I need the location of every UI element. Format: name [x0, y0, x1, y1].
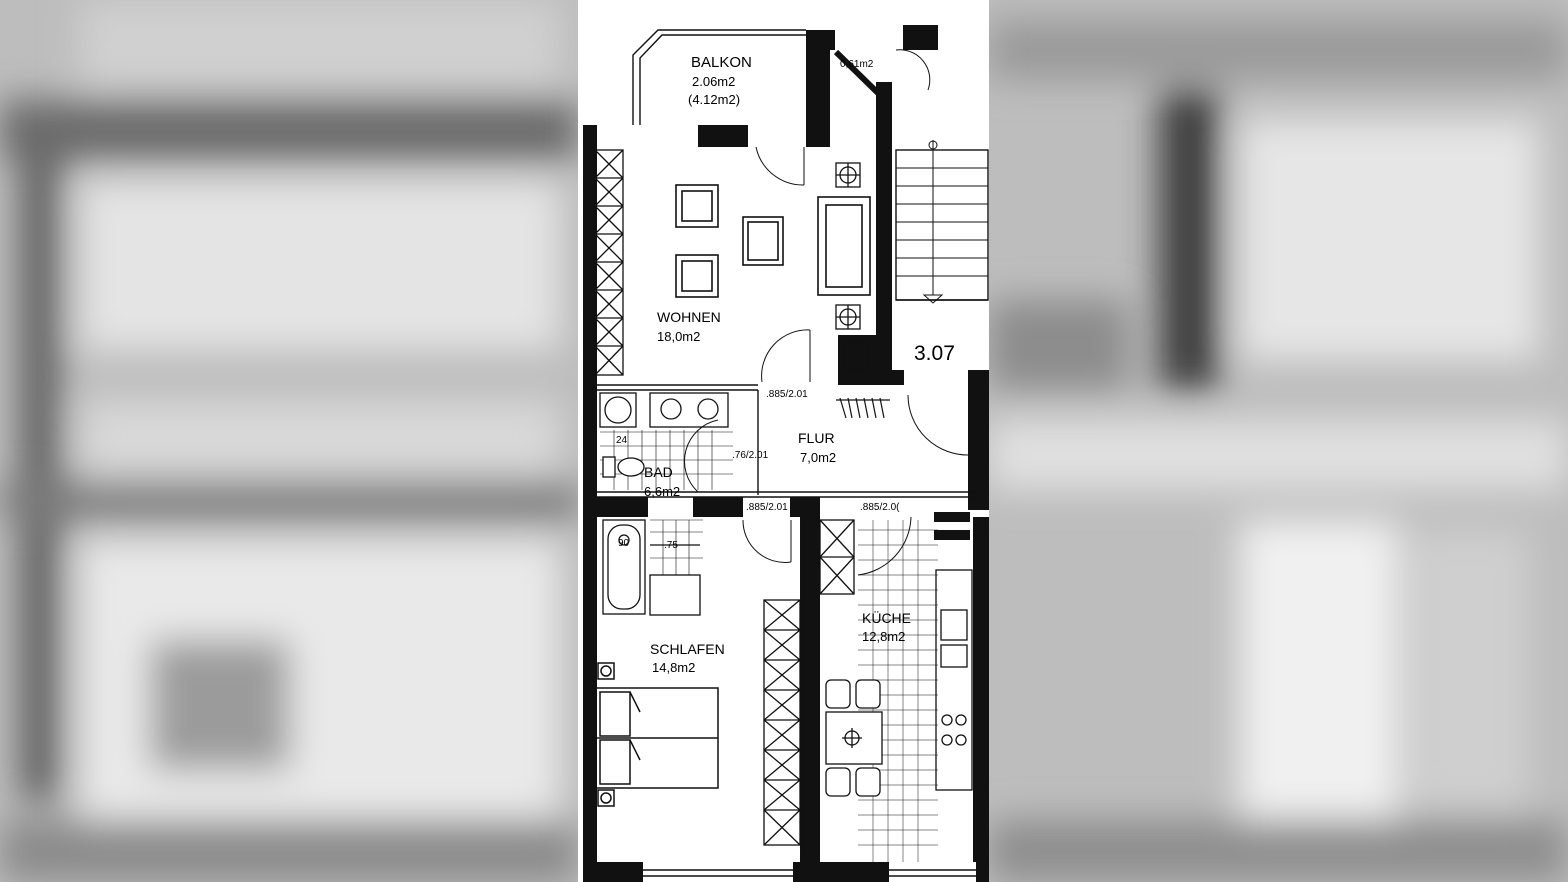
kitchen-fixtures	[819, 519, 973, 862]
balkon-area-alt: (4.12m2)	[688, 92, 740, 107]
wardrobe-schlafen	[763, 599, 801, 846]
floor-plan-panel: BALKON 2.06m2 (4.12m2) 0,61m2 3.07 WOHNE…	[578, 0, 989, 882]
room-labels: BALKON 2.06m2 (4.12m2) 0,61m2 3.07 WOHNE…	[644, 54, 955, 675]
blurred-background-right	[989, 0, 1568, 882]
floor-plan-svg: BALKON 2.06m2 (4.12m2) 0,61m2 3.07 WOHNE…	[583, 25, 989, 882]
bathroom-fixtures	[599, 392, 733, 616]
shower-dim: .75	[664, 540, 678, 551]
door-wohnen-dim: .885/2.01	[766, 389, 808, 400]
flur-area: 7,0m2	[800, 450, 836, 465]
balkon-area: 2.06m2	[692, 74, 735, 89]
partition-lines	[597, 29, 989, 877]
door-dimension-labels: .885/2.01 .76/2.01 .885/2.01 .885/2.0( 2…	[616, 389, 900, 551]
coat-rack	[836, 397, 890, 419]
closet-wall	[833, 49, 883, 105]
wohnen-name: WOHNEN	[657, 309, 721, 325]
bed	[595, 662, 719, 807]
closet-area: 0,61m2	[840, 59, 874, 70]
door-swings	[683, 146, 971, 576]
walls	[583, 25, 989, 882]
flur-name: FLUR	[798, 430, 835, 446]
lamps	[835, 162, 868, 371]
tub-dim: 90	[618, 538, 630, 549]
blurred-background-left	[0, 0, 578, 882]
kueche-area: 12,8m2	[862, 629, 905, 644]
wohnen-area: 18,0m2	[657, 329, 700, 344]
bad-name: BAD	[644, 464, 673, 480]
closet-door-swing	[895, 49, 931, 91]
door-bad-dim: .76/2.01	[732, 450, 769, 461]
kueche-name: KÜCHE	[862, 609, 911, 626]
wc-dim: 24	[616, 435, 628, 446]
door-schlafen-dim: .885/2.01	[746, 502, 788, 513]
bad-area: 6,6m2	[644, 484, 680, 499]
door-kueche-dim: .885/2.0(	[860, 502, 900, 513]
wardrobe-wohnen	[594, 149, 624, 376]
schlafen-name: SCHLAFEN	[650, 641, 725, 657]
stairs	[896, 140, 988, 304]
unit-number: 3.07	[914, 342, 955, 365]
balkon-name: BALKON	[691, 54, 752, 71]
armchairs	[675, 184, 871, 298]
schlafen-area: 14,8m2	[652, 660, 695, 675]
